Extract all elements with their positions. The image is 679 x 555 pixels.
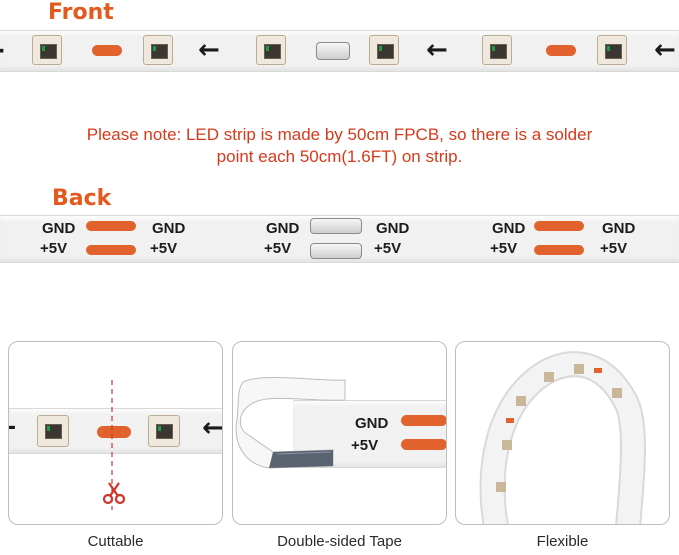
cuttable-strip: - ←	[9, 408, 223, 454]
solder-pad	[86, 245, 136, 255]
led-chip	[482, 35, 512, 65]
v5-label: +5V	[374, 240, 402, 257]
panel-cuttable: - ←	[8, 341, 223, 525]
v5-label: +5V	[490, 240, 518, 257]
led-chip	[256, 35, 286, 65]
v5-label: +5V	[264, 240, 292, 257]
arrow-left-icon: ←	[198, 35, 220, 65]
led-chip	[37, 415, 69, 447]
led-chip	[597, 35, 627, 65]
arrow-left-icon: -	[0, 35, 5, 65]
solder-pad	[534, 221, 584, 231]
gnd-label: GND	[42, 220, 76, 237]
panel-flexible	[455, 341, 670, 525]
gnd-label: GND	[492, 220, 526, 237]
arrow-left-icon: ←	[202, 413, 223, 443]
solder-joint	[316, 42, 350, 60]
note-line-1: Please note: LED strip is made by 50cm F…	[86, 125, 593, 144]
gnd-label: GND	[355, 415, 389, 432]
solder-pad	[534, 245, 584, 255]
back-strip: GND +5V GND +5V GND +5V GND +5V GND +5V …	[0, 215, 679, 263]
front-strip: ← ← ← -	[0, 30, 679, 72]
gnd-label: GND	[152, 220, 186, 237]
back-heading: Back	[52, 186, 112, 211]
solder-pad	[86, 221, 136, 231]
cut-pad	[97, 426, 131, 438]
led-chip	[143, 35, 173, 65]
led-chip	[148, 415, 180, 447]
flexible-strip	[479, 351, 646, 524]
led-chip	[32, 35, 62, 65]
v5-label: +5V	[150, 240, 178, 257]
solder-joint	[310, 218, 362, 234]
solder-joint	[310, 243, 362, 259]
cut-pad	[92, 45, 122, 56]
v5-label: +5V	[40, 240, 68, 257]
v5-label: +5V	[351, 437, 379, 454]
gnd-label: GND	[266, 220, 300, 237]
solder-pad	[401, 415, 446, 426]
gnd-label: GND	[602, 220, 636, 237]
scissors-icon	[102, 482, 126, 505]
caption-flexible: Flexible	[536, 533, 589, 550]
panel-double-sided-tape: GND +5V	[232, 341, 447, 525]
front-heading: Front	[48, 0, 114, 25]
arrow-left-icon: -	[9, 415, 16, 440]
note-line-2: point each 50cm(1.6FT) on strip.	[216, 147, 463, 166]
led-chip	[369, 35, 399, 65]
cut-pad	[546, 45, 576, 56]
v5-label: +5V	[600, 240, 628, 257]
arrow-left-icon: ←	[654, 35, 676, 65]
caption-cuttable: Cuttable	[87, 533, 144, 550]
arrow-left-icon: ←	[426, 35, 448, 65]
caption-double-sided-tape: Double-sided Tape	[277, 533, 402, 550]
peeled-tape	[235, 376, 346, 469]
gnd-label: GND	[376, 220, 410, 237]
solder-pad	[401, 439, 446, 450]
